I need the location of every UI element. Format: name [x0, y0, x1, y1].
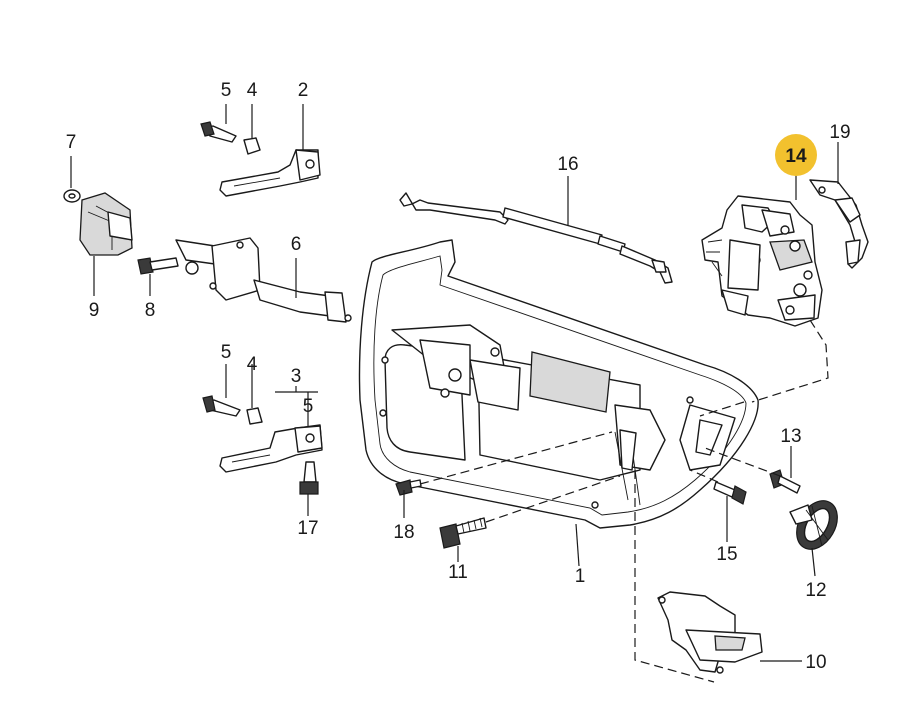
callout-7: 7 [66, 132, 77, 153]
callout-1: 1 [575, 566, 586, 587]
lower-hinge [202, 395, 323, 495]
screw-18 [395, 479, 422, 496]
dashed-connectors [419, 319, 829, 683]
upper-hinge [200, 121, 321, 197]
callout-15: 15 [716, 544, 737, 565]
callout-10: 10 [805, 652, 826, 673]
screw-15 [713, 481, 747, 505]
callout-2: 2 [298, 80, 309, 101]
door-shell [358, 239, 759, 529]
handle-bracket [657, 591, 763, 674]
callout-3: 3 [291, 366, 302, 387]
callout-6: 6 [291, 234, 302, 255]
callout-9: 9 [89, 300, 100, 321]
release-cable [399, 192, 673, 284]
lock-cover-bracket [809, 179, 869, 269]
callout-11: 11 [448, 562, 468, 583]
screw-13 [769, 469, 801, 494]
highlight-marker [775, 134, 817, 176]
callout-18: 18 [393, 522, 414, 543]
door-lock-assembly [701, 195, 823, 327]
callout-14: 14 [785, 146, 807, 167]
callout-13: 13 [780, 426, 801, 447]
callout-19: 19 [829, 122, 850, 143]
screw-11 [439, 517, 487, 549]
callout-4-lower: 4 [247, 354, 258, 375]
callout-5-sub: 5 [303, 396, 314, 417]
callout-16: 16 [557, 154, 578, 175]
callout-8: 8 [145, 300, 156, 321]
callout-5: 5 [221, 80, 232, 101]
callout-labels: 5 4 2 7 9 8 6 5 4 3 5 17 16 14 19 18 11 … [66, 80, 851, 673]
rubber-buffer [789, 500, 838, 550]
callout-4: 4 [247, 80, 258, 101]
leader-lines [70, 104, 839, 662]
callout-5-lower: 5 [221, 342, 232, 363]
callout-17: 17 [297, 518, 318, 539]
callout-12: 12 [805, 580, 826, 601]
door-check-strap [63, 189, 352, 323]
